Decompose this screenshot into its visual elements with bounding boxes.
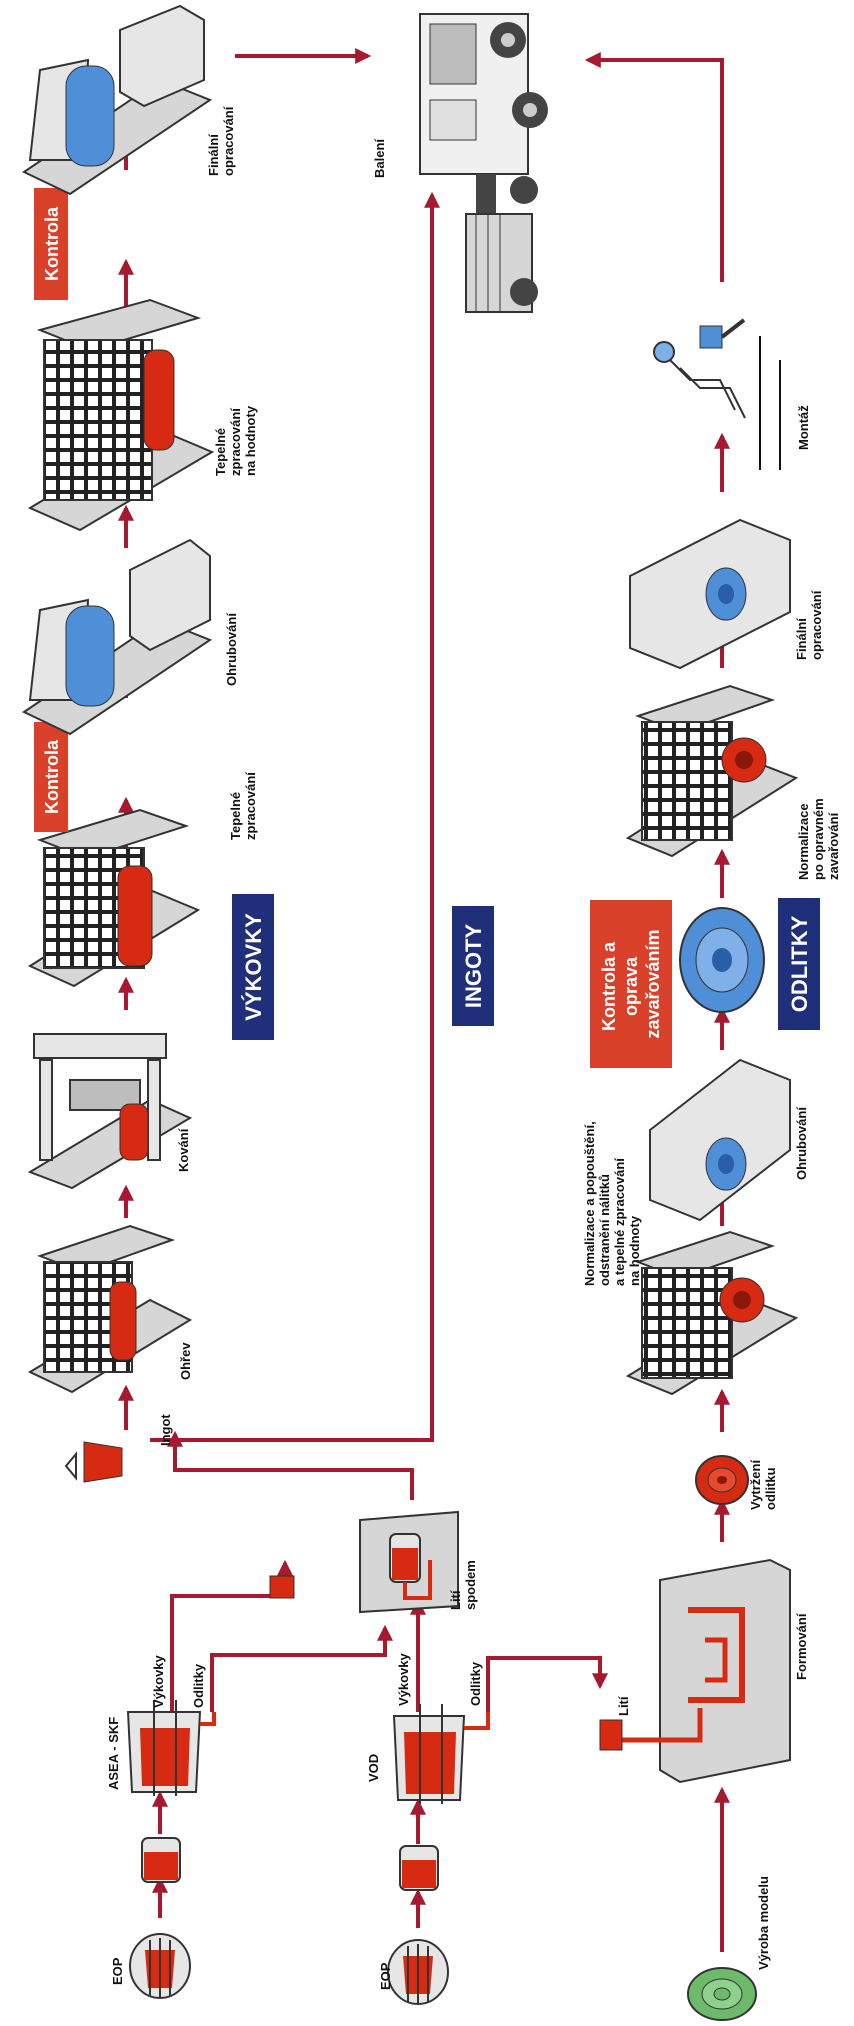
section-ingoty: INGOTY <box>461 924 486 1009</box>
section-vykovky: VÝKOVKY <box>241 913 266 1021</box>
normalization-furnace-2 <box>625 684 799 858</box>
asea-skf-vessel <box>126 1700 216 1796</box>
finishing-machine-bottom <box>629 518 791 670</box>
heat-treatment-furnace-2 <box>27 298 215 532</box>
label-odlitky-top: Odlitky <box>191 1663 206 1708</box>
label-vykovky-mid: Výkovky <box>396 1652 411 1706</box>
label-eop-top: EOP <box>110 1957 125 1985</box>
label-ohrubovani-top: Ohrubování <box>224 613 239 686</box>
label-baleni: Balení <box>372 139 387 178</box>
label-ohrev: Ohřev <box>178 1342 193 1380</box>
label-montaz: Montáž <box>796 405 811 450</box>
section-odlitky: ODLITKY <box>787 915 812 1012</box>
eop-furnace-bottom <box>387 1939 449 2005</box>
normalization-furnace-1 <box>625 1230 799 1396</box>
label-liti-spodem: Lití spodem <box>448 1560 478 1610</box>
section-odlitky-box <box>778 898 820 1030</box>
kontrola-label-odlitky: Kontrola a oprava zavařováním <box>599 929 663 1038</box>
label-tepelne-zpracovani-na-hodnoty: Tepelné zpracování na hodnoty <box>213 404 258 476</box>
ladle-top <box>141 1837 181 1883</box>
label-tepelne-zpracovani: Tepelné zpracování <box>228 772 258 840</box>
label-normalizace-popousteni: Normalizace a popouštění, odstranění nál… <box>582 1118 642 1286</box>
forging-press <box>27 1033 193 1190</box>
heat-treatment-furnace-1 <box>27 808 201 988</box>
label-vyroba-modelu: Výroba modelu <box>756 1876 771 1970</box>
kontrola-box-odlitky <box>590 900 672 1068</box>
label-finalni-opracovani-top: Finální opracování <box>206 106 236 176</box>
pattern-model <box>687 1967 757 2021</box>
label-vod: VOD <box>366 1754 381 1782</box>
label-eop-bottom: EOP <box>378 1962 393 1990</box>
molding-station <box>599 1558 791 1784</box>
truck <box>419 13 548 313</box>
heating-furnace <box>27 1224 193 1394</box>
label-ohrubovani-bottom: Ohrubování <box>794 1107 809 1180</box>
kontrola-label-2: Kontrola <box>42 206 62 281</box>
kontrola-box-1 <box>34 722 68 832</box>
rough-turning-machine-bottom <box>649 1058 791 1222</box>
rough-turning-lathe-1 <box>21 538 213 736</box>
ladle-bottom <box>399 1845 439 1891</box>
label-normalizace-po-oprave: Normalizace po opravném zavařování <box>796 795 841 880</box>
section-ingoty-box <box>452 906 494 1026</box>
label-finalni-opracovani-bottom: Finální opracování <box>794 590 824 660</box>
label-kovani: Kování <box>176 1128 191 1172</box>
cast-part-blue <box>679 907 765 1013</box>
assembly-parts <box>653 318 781 470</box>
label-asea-skf: ASEA - SKF <box>106 1717 121 1790</box>
label-odlitky-mid: Odlitky <box>468 1661 483 1706</box>
label-liti: Lití <box>616 1696 631 1716</box>
section-vykovky-box <box>232 894 274 1040</box>
eop-furnace-top <box>129 1933 191 1999</box>
cast-part-red <box>695 1455 749 1505</box>
label-ingot: Ingot <box>158 1414 173 1446</box>
ingot <box>64 1441 123 1483</box>
kontrola-box-2 <box>34 188 68 300</box>
finishing-lathe-top <box>21 4 213 196</box>
label-vykovky-top: Výkovky <box>151 1654 166 1708</box>
kontrola-label-1: Kontrola <box>42 739 62 814</box>
label-vytrzeni-odlitku: Vytržení odlitku <box>748 1456 778 1510</box>
vod-vessel <box>392 1704 490 1804</box>
label-formovani: Formování <box>794 1613 809 1680</box>
bottom-casting-station <box>269 1510 459 1614</box>
